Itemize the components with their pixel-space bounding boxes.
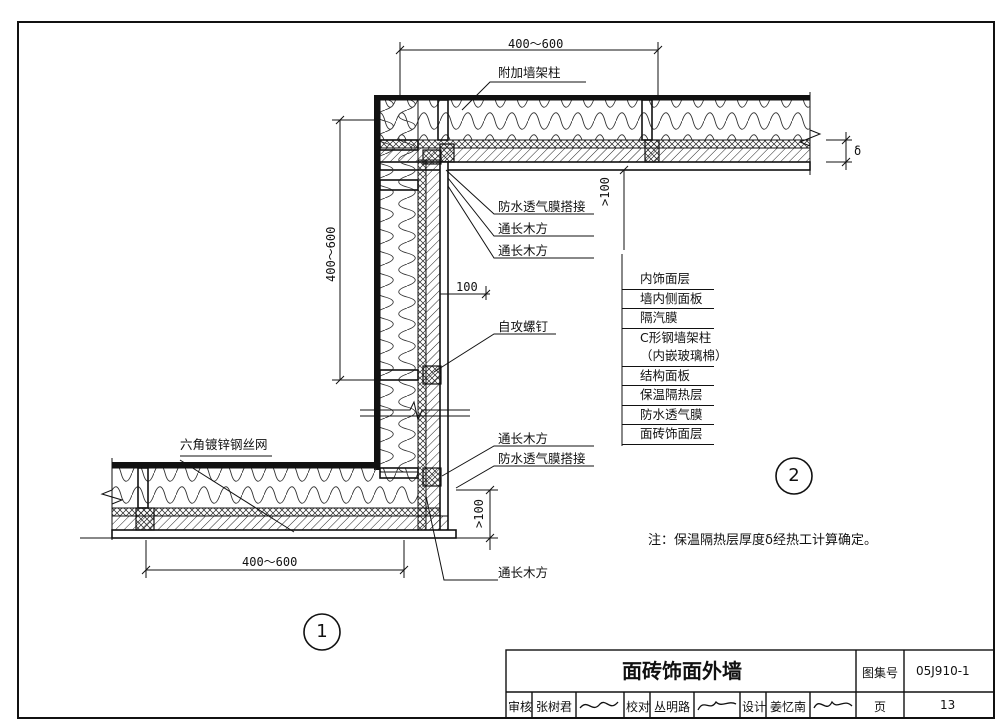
detail-1-label: 1 <box>316 621 328 642</box>
bottom-wall <box>80 458 457 540</box>
page-number: 13 <box>940 698 956 712</box>
check-label: 校对 <box>626 700 651 714</box>
reviewer-signature <box>579 701 619 709</box>
drawing-title: 面砖饰面外墙 <box>622 659 742 683</box>
label-extra-stud: 附加墙架柱 <box>498 65 561 80</box>
insulation-note: 注：保温隔热层厚度δ经热工计算确定。 <box>648 533 877 548</box>
label-timber-4: 通长木方 <box>498 565 549 580</box>
legend-item: C形钢墙架柱 <box>640 329 712 345</box>
detail-1-circle <box>303 613 341 651</box>
thickness-dim: δ <box>854 144 862 158</box>
legend-item: 内饰面层 <box>622 270 714 290</box>
label-membrane-lap-bottom: 防水透气膜搭接 <box>498 451 586 466</box>
offset-dim: 100 <box>456 280 478 294</box>
left-span-dim: 400～600 <box>324 226 338 282</box>
title-block-frame <box>505 649 995 719</box>
detail-2-label: 2 <box>788 465 800 486</box>
legend-item: 防水透气膜 <box>622 406 714 425</box>
label-membrane-lap-top: 防水透气膜搭接 <box>498 199 586 214</box>
legend-item: 墙内侧面板 <box>622 290 714 309</box>
atlas-number: 05J910-1 <box>916 664 970 678</box>
bottom-span-dim: 400～600 <box>242 555 298 569</box>
legend-item: 隔汽膜 <box>622 309 714 329</box>
label-mesh: 六角镀锌钢丝网 <box>180 437 268 452</box>
gap-bottom-dim: >100 <box>472 499 486 528</box>
legend-item: （内嵌玻璃棉） <box>622 347 728 367</box>
label-timber-2: 通长木方 <box>498 243 549 258</box>
designer-name: 姜忆南 <box>770 700 807 714</box>
gap-top-dim: >100 <box>598 177 612 206</box>
top-span-dim: 400～600 <box>508 37 564 51</box>
label-timber-1: 通长木方 <box>498 221 549 236</box>
checker-signature <box>697 700 737 711</box>
dimension-lines <box>141 42 852 578</box>
detail-2-circle <box>775 457 813 495</box>
design-label: 设计 <box>742 700 767 714</box>
reviewer-name: 张树君 <box>536 700 573 714</box>
label-screw: 自攻螺钉 <box>498 319 549 334</box>
layer-legend: 内饰面层 墙内侧面板 隔汽膜 C形钢墙架柱 （内嵌玻璃棉） 结构面板 保温隔热层… <box>622 270 728 445</box>
atlas-label: 图集号 <box>862 666 899 680</box>
legend-item: 保温隔热层 <box>622 386 714 406</box>
legend-item: 结构面板 <box>622 367 714 386</box>
leader-lines <box>179 81 594 581</box>
left-wall <box>360 95 470 533</box>
checker-name: 丛明路 <box>654 700 691 714</box>
page-label: 页 <box>874 700 887 714</box>
label-timber-3: 通长木方 <box>498 431 549 446</box>
review-label: 审核 <box>508 700 533 714</box>
designer-signature <box>813 700 853 709</box>
legend-item: 面砖饰面层 <box>622 425 714 445</box>
